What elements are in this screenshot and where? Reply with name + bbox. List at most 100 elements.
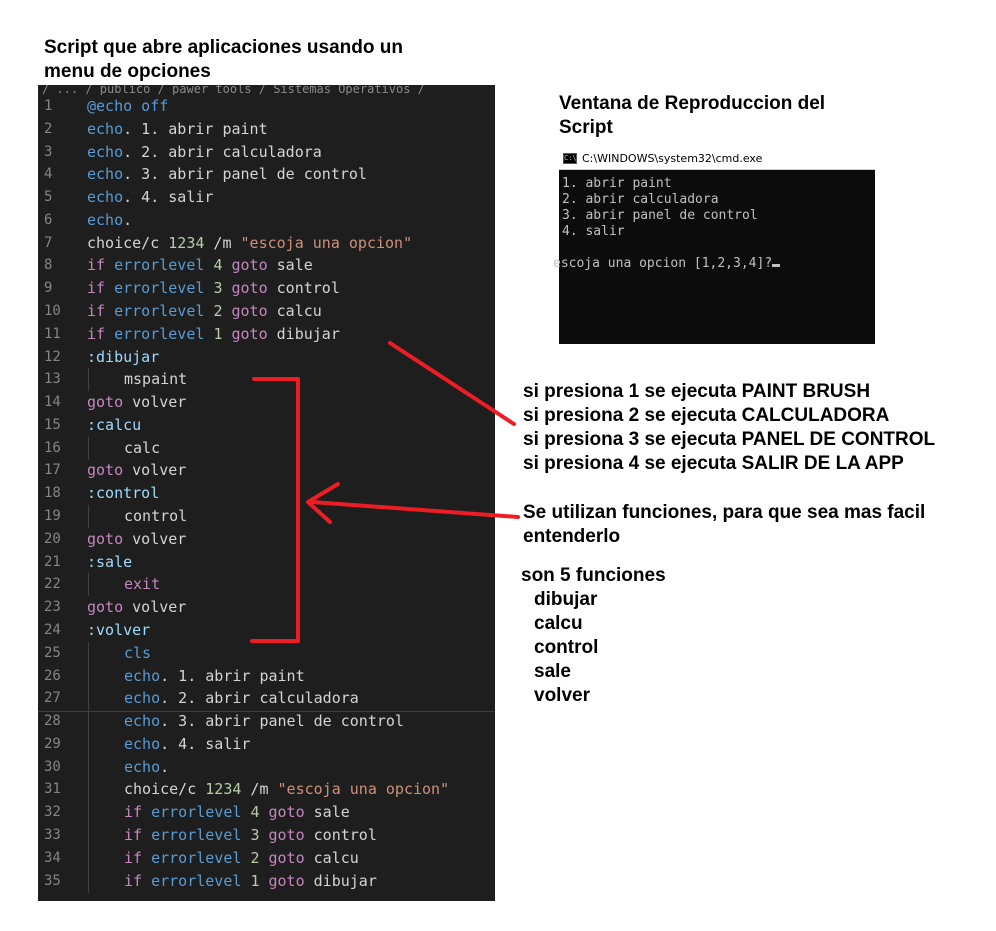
code-token [142,872,151,890]
function-name: volver [534,685,590,706]
code-text: if errorlevel 2 goto calcu [124,847,359,869]
code-token: :volver [87,620,151,639]
code-token [259,849,268,867]
line-number: 23 [44,599,61,616]
code-text: echo. 4. salir [124,733,250,755]
indent-guide [88,755,89,779]
code-token: 3 [250,825,260,844]
line-number: 11 [44,325,61,342]
code-line: 12:dibujar [38,346,495,368]
code-token: dibujar [267,324,340,343]
code-token: :calcu [87,415,142,434]
code-token: . 1. abrir paint [123,119,268,138]
code-token: . 3. abrir panel de control [160,712,404,731]
page-title: Script que abre aplicaciones usando un m… [44,36,474,84]
code-editor[interactable]: / ... / publico / pawer tools / Sistemas… [38,85,495,901]
code-token: echo [124,689,161,708]
code-token: volver [123,461,187,480]
code-text: mspaint [124,368,187,390]
code-token [222,279,231,297]
code-token [105,302,114,320]
cmd-window-title: C:\WINDOWS\system32\cmd.exe [582,152,763,165]
cmd-prompt-line: escoja una opcion [1,2,3,4]? [553,256,866,272]
indent-guide [88,436,89,460]
cmd-titlebar[interactable]: C:\ C:\WINDOWS\system32\cmd.exe [559,149,875,170]
code-token: sale [304,803,350,822]
code-text: if errorlevel 4 goto sale [87,254,313,276]
code-token [142,849,151,867]
code-token: . 1. abrir paint [160,666,305,685]
indent-guide [88,368,89,392]
code-text: echo. [124,756,169,778]
line-number: 35 [44,872,61,889]
line-number: 14 [44,394,61,411]
code-text: echo. 2. abrir calculadora [87,141,322,163]
cmd-window[interactable]: C:\ C:\WINDOWS\system32\cmd.exe 1. abrir… [553,149,875,344]
line-number: 7 [44,234,53,251]
code-text: control [124,505,187,527]
cmd-output-line: 2. abrir calculadora [562,192,719,207]
line-number: 3 [44,143,53,160]
code-token: . [160,757,170,776]
code-token: exit [124,575,161,594]
code-token: goto [231,279,268,298]
code-token: 2 [213,302,223,321]
code-token: goto [268,825,305,844]
code-token [105,325,114,343]
option-note: si presiona 3 se ejecuta PANEL DE CONTRO… [523,429,936,450]
cmd-heading: Ventana de Reproduccion del Script [559,92,879,140]
line-number: 17 [44,462,61,479]
indent-guide [88,687,89,711]
code-token: . 3. abrir panel de control [123,165,367,184]
code-token: "escoja una opcion" [240,233,413,252]
code-line: 21:sale [38,551,495,573]
code-text: if errorlevel 1 goto dibujar [124,870,377,892]
code-token [142,826,151,844]
code-token: choice/c [87,233,169,252]
cmd-output-line: 1. abrir paint [562,176,672,191]
code-token: . 2. abrir calculadora [160,689,359,708]
line-number: 18 [44,485,61,502]
code-text: echo. 2. abrir calculadora [124,687,359,709]
indent-guide [88,641,89,665]
code-token: if [87,324,106,343]
line-number: 26 [44,667,61,684]
line-number: 31 [44,781,61,798]
code-token: . [123,210,133,229]
code-token: @echo off [87,97,169,115]
code-token: :control [87,484,160,503]
code-token: errorlevel [151,871,242,890]
line-number: 20 [44,530,61,547]
code-token: :dibujar [87,347,160,366]
indent-guide [88,846,89,870]
page-title-line-2: menu de opciones [44,61,211,82]
page-title-line-1: Script que abre aplicaciones usando un [44,37,403,58]
code-text: :dibujar [87,346,159,368]
code-token: echo [87,188,124,207]
code-token: calcu [267,302,322,321]
code-token: 2 [250,848,260,867]
option-note: si presiona 2 se ejecuta CALCULADORA [523,405,890,426]
code-text: if errorlevel 2 goto calcu [87,300,322,322]
code-token [222,256,231,274]
functions-note-line-2: entenderlo [523,526,621,547]
code-token: errorlevel [114,302,205,321]
code-line: 3 echo. 2. abrir calculadora [38,141,495,163]
cmd-output-line [562,240,875,256]
code-token: 4 [213,256,223,275]
code-token: control [267,279,340,298]
code-token: . 2. abrir calculadora [123,142,322,161]
line-number: 8 [44,257,53,274]
code-text: echo. 1. abrir paint [124,665,305,687]
code-token: . 4. salir [160,734,251,753]
function-name: calcu [534,613,583,634]
code-token [142,803,151,821]
